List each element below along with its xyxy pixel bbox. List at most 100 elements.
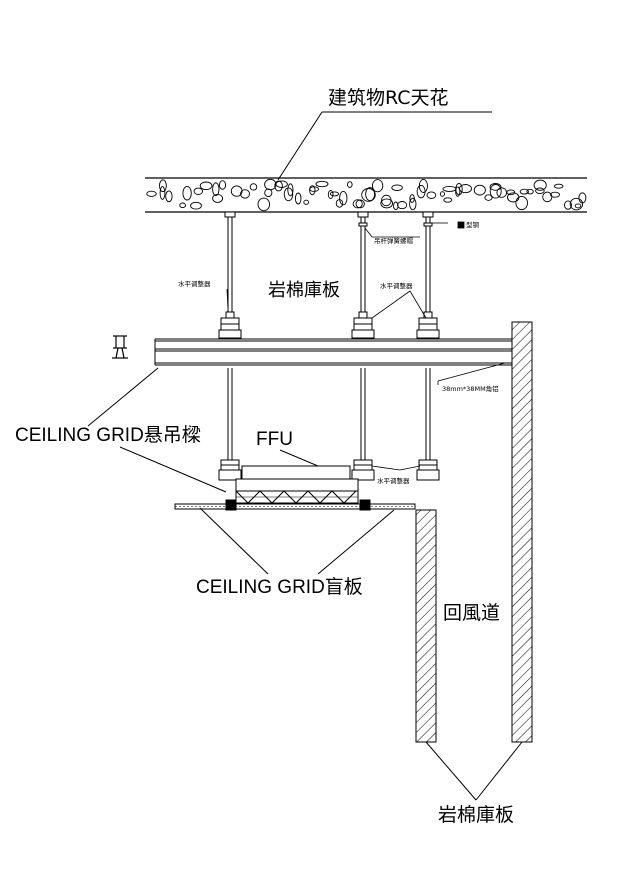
ceiling-grid-blank-plate [174, 499, 416, 511]
channel-leader [437, 362, 506, 385]
aggregate-mark [335, 199, 344, 208]
rc-ceiling-label: 建筑物RC天花 [328, 87, 449, 109]
aggregate-mark [574, 203, 582, 209]
ceiling-grid-blank-label: CEILING GRID盲板 [196, 577, 363, 598]
aggregate-mark [393, 201, 399, 211]
rockwool-ceiling-panel [154, 338, 512, 366]
aggregate-mark [506, 189, 516, 196]
t-bar-section-symbol [112, 335, 128, 359]
aggregate-mark [426, 191, 437, 199]
aggregate-mark [287, 183, 294, 197]
level-adjuster-label-1: 水平调整器 [178, 280, 211, 288]
ceiling-grid-beam-label: CEILING GRID悬吊樑 [15, 425, 201, 446]
aggregate-mark [212, 182, 220, 197]
bottom-rockwool-leaders [425, 741, 523, 801]
aggregate-mark [193, 187, 203, 195]
aggregate-mark [569, 197, 584, 211]
aggregate-mark [455, 182, 463, 196]
aggregate-mark [409, 197, 417, 211]
aggregate-mark [484, 194, 493, 201]
aggregate-mark [519, 188, 529, 195]
hanger-rod-nut-label: 吊杆弹簧螺帽 [374, 237, 413, 245]
aggregate-mark [371, 179, 384, 193]
aggregate-mark [199, 181, 213, 191]
aggregate-mark [309, 186, 319, 192]
aggregate-mark [578, 192, 587, 204]
aggregate-mark [339, 190, 348, 206]
rockwool-panel-label-top: 岩棉庫板 [268, 280, 340, 301]
level-adjuster-label-3: 水平调整器 [377, 477, 410, 485]
upper-adjuster-leaders [226, 288, 427, 319]
aggregate-mark [159, 186, 166, 200]
aggregate-mark [564, 200, 572, 210]
aggregate-mark [418, 178, 428, 193]
rod-top-clamps [224, 211, 434, 227]
aggregate-mark [274, 180, 283, 192]
upper-level-adjusters [218, 311, 440, 339]
aggregate-mark [165, 190, 173, 203]
aggregate-mark [455, 186, 461, 197]
aggregate-mark [381, 194, 392, 207]
rockwool-panel-label-bottom: 岩棉庫板 [438, 804, 515, 826]
aggregate-mark [275, 180, 288, 188]
aggregate-mark [212, 193, 224, 203]
aggregate-mark [515, 195, 528, 211]
aggregate-mark [380, 198, 394, 209]
concrete-aggregate-texture [146, 178, 587, 212]
ffu-label: FFU [256, 429, 293, 450]
profile-label: 型钢 [466, 221, 479, 229]
aggregate-mark [439, 191, 445, 197]
aggregate-mark [489, 183, 502, 191]
aggregate-mark [526, 188, 534, 195]
ffu-leader [279, 449, 319, 467]
aggregate-mark [553, 183, 564, 189]
aggregate-mark [159, 179, 167, 193]
aggregate-mark [218, 180, 227, 190]
channel-size-label: 38mm*38MM角铝 [442, 385, 499, 393]
aggregate-mark [264, 178, 277, 191]
aggregate-mark [146, 190, 157, 197]
aggregate-mark [443, 197, 453, 203]
aggregate-mark [182, 185, 192, 201]
aggregate-mark [230, 185, 243, 197]
aggregate-mark [303, 199, 310, 205]
aggregate-mark [347, 181, 353, 188]
lower-adjuster-leaders [371, 465, 421, 471]
aggregate-mark [240, 189, 250, 199]
aggregate-mark [329, 191, 340, 197]
rockwool-wall-right [511, 321, 533, 743]
aggregate-mark [533, 179, 547, 191]
aggregate-mark [315, 180, 329, 188]
aggregate-mark [459, 184, 472, 194]
level-adjuster-label-2: 水平调整器 [380, 282, 413, 290]
aggregate-mark [249, 183, 258, 191]
aggregate-mark [352, 199, 363, 209]
aggregate-mark [179, 202, 186, 209]
aggregate-mark [190, 201, 202, 210]
aggregate-mark [535, 187, 545, 195]
aggregate-mark [327, 190, 334, 199]
aggregate-mark [264, 188, 273, 197]
aggregate-mark [355, 199, 365, 209]
rc-ceiling-leader [277, 111, 492, 181]
rc-ceiling-slab [145, 177, 587, 213]
aggregate-mark [473, 184, 486, 196]
blank-plate-leaders [199, 507, 395, 575]
return-air-duct-label: 回風道 [443, 602, 501, 624]
aggregate-mark [257, 197, 271, 212]
aggregate-mark [489, 184, 502, 199]
aggregate-mark [550, 191, 560, 198]
return-air-wall-left [415, 509, 437, 743]
aggregate-mark [391, 184, 403, 191]
aggregate-mark [365, 187, 376, 202]
aggregate-mark [442, 185, 457, 192]
lower-level-adjusters [218, 459, 440, 481]
aggregate-mark [496, 187, 507, 198]
hanger-rods [227, 212, 431, 468]
nut-profile-leaders [364, 221, 465, 238]
ceiling-grid-beam-leader [87, 367, 227, 493]
aggregate-mark [361, 188, 376, 202]
ffu-unit [235, 465, 359, 504]
aggregate-mark [397, 201, 408, 210]
